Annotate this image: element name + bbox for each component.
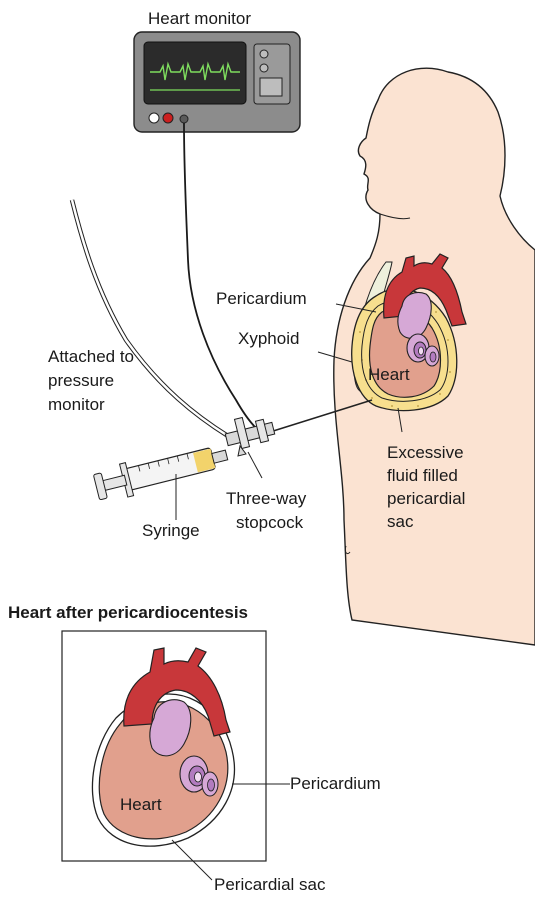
monitor-screen <box>144 42 246 104</box>
label-attached-line1: Attached to <box>48 346 134 367</box>
label-excessive-line4: sac <box>387 511 413 532</box>
inset-label-heart: Heart <box>120 794 162 815</box>
led-white <box>149 113 159 123</box>
vessel-ring-2-inner <box>430 352 436 362</box>
label-excessive-line1: Excessive <box>387 442 464 463</box>
inset-label-pericardium: Pericardium <box>290 773 381 794</box>
monitor-cable <box>184 123 256 428</box>
inset-title: Heart after pericardiocentesis <box>8 602 248 623</box>
label-xyphoid: Xyphoid <box>238 328 299 349</box>
panel-knob-1 <box>260 50 268 58</box>
syringe-tip <box>212 450 228 463</box>
label-stopcock-line2: stopcock <box>236 512 303 533</box>
inset-panel <box>62 631 290 880</box>
label-attached-line3: monitor <box>48 394 105 415</box>
inset-ring-lumen <box>195 772 202 782</box>
label-heart: Heart <box>368 364 410 385</box>
monitor-jack <box>180 115 188 123</box>
label-stopcock-line1: Three-way <box>226 488 306 509</box>
panel-knob-2 <box>260 64 268 72</box>
label-pericardium: Pericardium <box>216 288 307 309</box>
label-excessive-line2: fluid filled <box>387 465 458 486</box>
three-way-stopcock <box>225 417 274 456</box>
led-red <box>163 113 173 123</box>
label-attached-line2: pressure <box>48 370 114 391</box>
label-excessive-line3: pericardial <box>387 488 465 509</box>
label-heart-monitor: Heart monitor <box>148 8 251 29</box>
inset-ring-2-inner <box>208 779 215 791</box>
panel-display <box>260 78 282 96</box>
inset-label-pericardial-sac: Pericardial sac <box>214 874 326 895</box>
vessel-ring-lumen <box>419 347 424 355</box>
label-syringe: Syringe <box>142 520 200 541</box>
heart-monitor <box>134 32 300 132</box>
